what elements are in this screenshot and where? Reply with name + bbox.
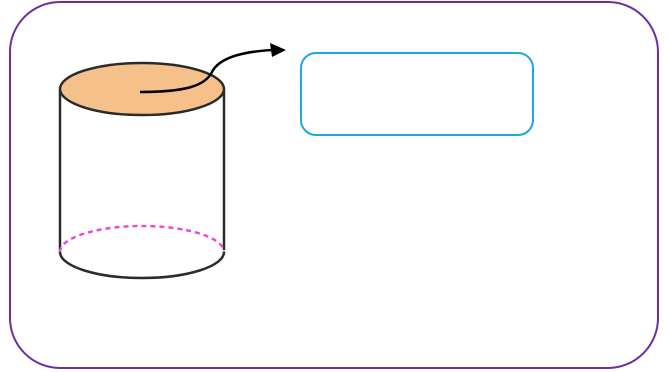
cylinder-top-face (58, 61, 226, 117)
outer-frame (9, 1, 659, 369)
pointer-arrow-line (139, 48, 273, 94)
cylinder-base-front-edge (58, 251, 226, 280)
pointer-arrowhead (270, 43, 286, 57)
answer-box[interactable] (300, 52, 534, 136)
cylinder-body (60, 89, 224, 278)
cylinder-base-hidden-edge (58, 224, 226, 253)
